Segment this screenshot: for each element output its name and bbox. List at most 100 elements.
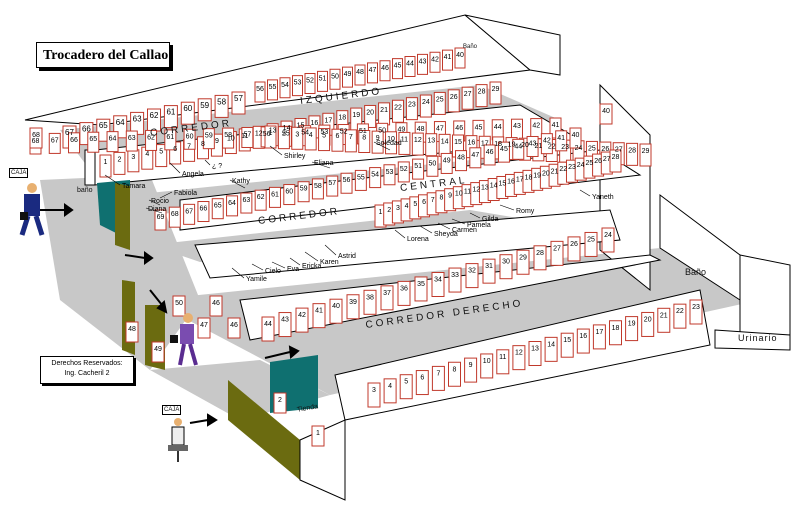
room-number: 23 [692, 304, 700, 311]
room-number: 29 [492, 86, 500, 93]
room-number: 3 [396, 205, 400, 212]
room-number: 5 [413, 201, 417, 208]
room-door [482, 258, 496, 284]
room-door [283, 184, 296, 206]
room-number: 7 [187, 143, 191, 150]
room-number: 4 [309, 132, 313, 139]
name-pointer [271, 261, 286, 269]
room-door [240, 192, 253, 214]
room-number: 50 [331, 73, 339, 80]
cashier-icon [168, 418, 188, 462]
room-number: 7 [431, 197, 435, 204]
bottom-walls [299, 419, 346, 501]
person-icon-left [19, 183, 45, 236]
room-door-single [197, 317, 211, 339]
room-door [433, 91, 446, 115]
room-door [278, 312, 292, 338]
room-door [222, 127, 235, 149]
room-number: 44 [406, 61, 414, 68]
room-door [417, 53, 428, 75]
room-door [383, 164, 396, 186]
room-door [48, 132, 61, 154]
room-number: 64 [109, 136, 117, 143]
room-door [415, 370, 429, 396]
person-name-label: Eva [287, 266, 299, 273]
room-door [367, 382, 381, 408]
room-number: 1 [379, 209, 383, 216]
room-number-single: 46 [212, 300, 220, 307]
room-number: 68 [171, 211, 179, 218]
room-number: 48 [356, 69, 364, 76]
room-number: 20 [542, 170, 550, 177]
room-number: 51 [414, 163, 422, 170]
room-door [154, 209, 167, 231]
room-number: 20 [366, 109, 374, 116]
room-door [180, 101, 195, 125]
room-number: 12 [515, 350, 523, 357]
room-number: 67 [185, 208, 193, 215]
room-number: 37 [383, 290, 391, 297]
room-number: 19 [533, 172, 541, 179]
room-number: 55 [282, 130, 290, 137]
room-number: 14 [547, 341, 555, 348]
room-number: 11 [401, 136, 408, 143]
room-number: 14 [490, 183, 498, 190]
bano-top-label: Baño [463, 44, 478, 50]
room-number-single: 50 [175, 300, 183, 307]
page-title: Trocadero del Callao [43, 48, 169, 63]
room-number: 3 [295, 131, 299, 138]
room-door [346, 294, 360, 320]
room-number: 48 [417, 126, 425, 133]
room-door [279, 77, 291, 99]
room-number: 15 [297, 123, 305, 130]
room-number: 25 [585, 160, 593, 167]
room-door [497, 141, 510, 163]
room-door [576, 328, 590, 354]
name-pointer [169, 162, 181, 174]
room-door [609, 149, 622, 173]
room-door [197, 98, 212, 122]
room-number: 66 [70, 137, 78, 144]
room-number: 49 [443, 157, 451, 164]
person-name-label: Romy [516, 208, 535, 215]
room-door [304, 73, 316, 94]
room-door [625, 316, 639, 342]
room-number: 4 [388, 383, 392, 390]
room-number: 19 [352, 112, 360, 119]
room-door [106, 131, 119, 153]
room-number: 18 [525, 174, 533, 181]
room-number: 42 [298, 312, 306, 319]
room-number: 16 [579, 333, 587, 340]
room-door [454, 47, 466, 69]
room-number-single: 49 [154, 346, 162, 353]
room-door [426, 155, 439, 177]
room-door [318, 128, 331, 152]
room-door [442, 49, 453, 71]
room-door-single [227, 317, 241, 339]
room-number: 20 [644, 316, 652, 323]
person-name-label: Tamara [122, 183, 145, 190]
room-door [358, 130, 371, 153]
room-door [183, 128, 196, 150]
name-pointer [373, 141, 391, 151]
room-number: 46 [381, 65, 389, 72]
room-door [367, 62, 378, 84]
room-number: 5 [322, 133, 326, 140]
room-number: 13 [531, 346, 539, 353]
room-door [526, 135, 539, 157]
room-door [292, 75, 303, 97]
room-number: 17 [324, 117, 332, 124]
room-number: 59 [300, 186, 308, 193]
room-number-single: 1 [316, 430, 320, 437]
room-door [344, 129, 357, 153]
room-number: 54 [281, 82, 289, 89]
room-number: 50 [378, 127, 386, 134]
room-number: 5 [159, 149, 163, 156]
room-number: 7 [349, 134, 353, 141]
room-number: 58 [224, 132, 232, 139]
room-number: 45 [500, 146, 508, 153]
room-number: 66 [82, 125, 91, 134]
room-door [277, 126, 290, 150]
room-number: 1 [269, 130, 273, 137]
room-number: 41 [444, 54, 452, 61]
